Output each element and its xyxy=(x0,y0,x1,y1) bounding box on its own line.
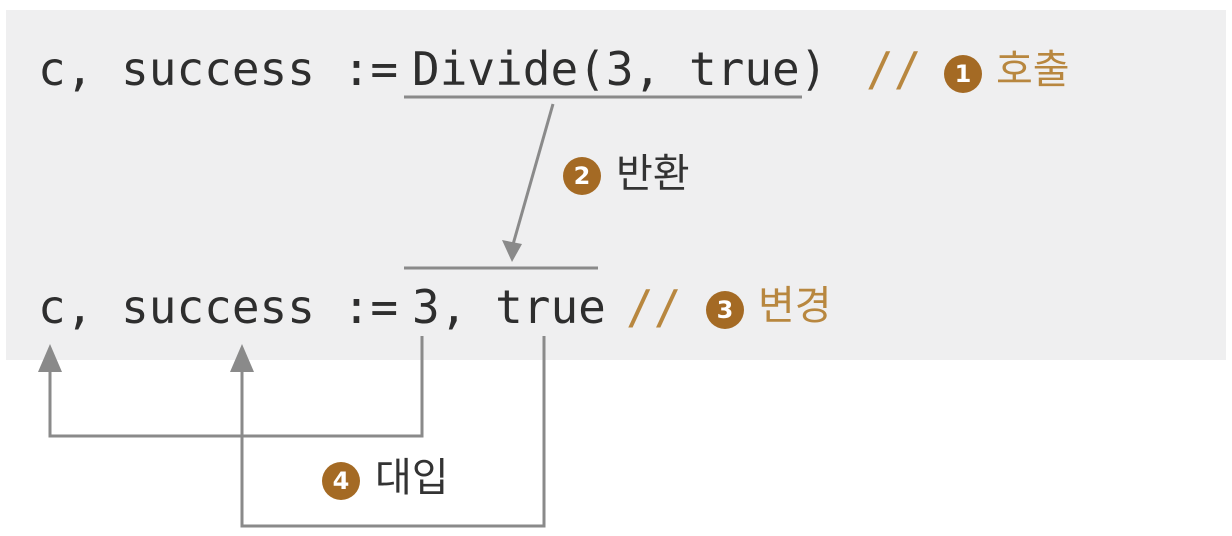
step-2-badge: 2 xyxy=(563,157,601,195)
step-1-badge: 1 xyxy=(944,55,982,93)
code-panel xyxy=(6,10,1226,360)
step-3-label: 변경 xyxy=(758,283,832,329)
code-line-2-values: 3, true xyxy=(412,280,606,334)
assign-arrow-success xyxy=(240,336,546,528)
arrow-head-icon xyxy=(38,344,62,372)
arrow-head-icon xyxy=(230,344,254,372)
code-line-2-lhs: c, success := xyxy=(38,280,426,334)
step-2-label: 반환 xyxy=(616,151,690,197)
arrow-head-icon xyxy=(502,240,522,262)
step-1-label: 호출 xyxy=(996,47,1070,93)
comment-slashes-2: // xyxy=(626,280,682,334)
code-line-1-lhs: c, success := xyxy=(38,42,426,96)
comment-slashes-1: // xyxy=(866,42,922,96)
return-arrow xyxy=(510,103,555,249)
assign-arrow-c xyxy=(48,336,424,438)
step-3-badge: 3 xyxy=(706,291,744,329)
code-line-1-call: Divide(3, true) xyxy=(412,42,828,96)
step-4-badge: 4 xyxy=(322,462,360,500)
step-4-label: 대입 xyxy=(375,455,449,501)
